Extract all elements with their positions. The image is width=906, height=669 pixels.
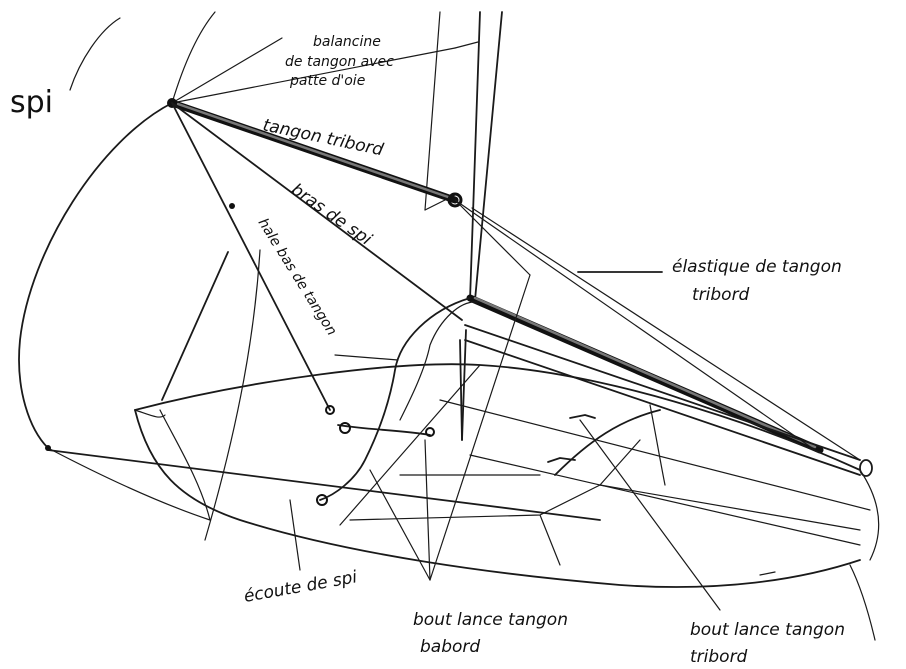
label-bout-tribord-1: bout lance tangon <box>690 620 845 640</box>
launch-line-port-loop <box>320 298 470 500</box>
pole-elastic <box>455 200 815 450</box>
label-balancine-1: balancine <box>313 34 381 50</box>
deck-side-line <box>440 400 870 510</box>
deck-inner-line <box>470 455 860 545</box>
cockpit-floor-aft <box>600 440 640 485</box>
downhaul-knot <box>229 203 235 209</box>
mast <box>425 12 502 440</box>
label-bras-de-spi: bras de spi <box>287 180 375 250</box>
rudder-mark <box>760 572 775 575</box>
label-balancine-3: patte d'oie <box>289 73 365 89</box>
sheet-clew <box>45 445 51 451</box>
hull-transom <box>860 470 879 560</box>
spinnaker-panel-seam <box>205 250 260 540</box>
mast-lower-back <box>460 340 462 440</box>
elastic-line <box>455 200 815 450</box>
pole-starboard-highlight <box>178 104 448 197</box>
cockpit-floor-fore <box>540 515 560 565</box>
boom-bottom-edge <box>465 340 860 475</box>
launch-line-starboard-pointer <box>580 420 720 610</box>
launch-line-port-pointer-a <box>430 275 530 580</box>
shroud-line <box>472 208 860 460</box>
spinnaker-centre-line <box>162 252 228 400</box>
guy-to-mast-line <box>455 200 530 275</box>
downhaul-turning-block <box>340 423 350 433</box>
launch-line-starboard-cleat <box>570 415 595 418</box>
deck-line-fore <box>340 365 480 525</box>
label-elastique-2: tribord <box>692 285 750 305</box>
spinnaker-sheet <box>45 445 600 570</box>
label-ecoute: écoute de spi <box>242 567 359 607</box>
launch-line-port-inner <box>400 302 478 420</box>
hale-bas-pointer <box>335 355 398 360</box>
hull-wake <box>850 565 875 640</box>
launch-line-port-pointer-b <box>425 440 430 580</box>
pole-launch-lines <box>317 275 720 610</box>
tiller-line <box>650 405 665 485</box>
topping-lift-to-mast <box>455 42 478 48</box>
downhaul-lead <box>338 425 430 435</box>
spinnaker-leech <box>19 103 172 448</box>
label-bout-babord-2: babord <box>420 637 480 657</box>
launch-line-port-pointer-c <box>370 470 430 580</box>
hull-bottom-line <box>135 410 860 587</box>
label-balancine-2: de tangon avec <box>285 54 394 70</box>
sheet-line <box>48 450 600 520</box>
label-bout-babord-1: bout lance tangon <box>413 610 568 630</box>
label-spi: spi <box>10 85 53 120</box>
forestay <box>425 12 440 210</box>
label-pointers <box>335 355 398 360</box>
topping-lift-bridle-upper <box>172 38 282 103</box>
spinnaker-guy <box>172 103 860 460</box>
spinnaker-luff-top <box>172 12 215 103</box>
spinnaker-panel-line <box>70 18 120 90</box>
label-elastique-1: élastique de tangon <box>672 257 842 277</box>
label-bout-tribord-2: tribord <box>690 647 748 667</box>
label-hale-bas: hale bas de tangon <box>255 216 340 339</box>
